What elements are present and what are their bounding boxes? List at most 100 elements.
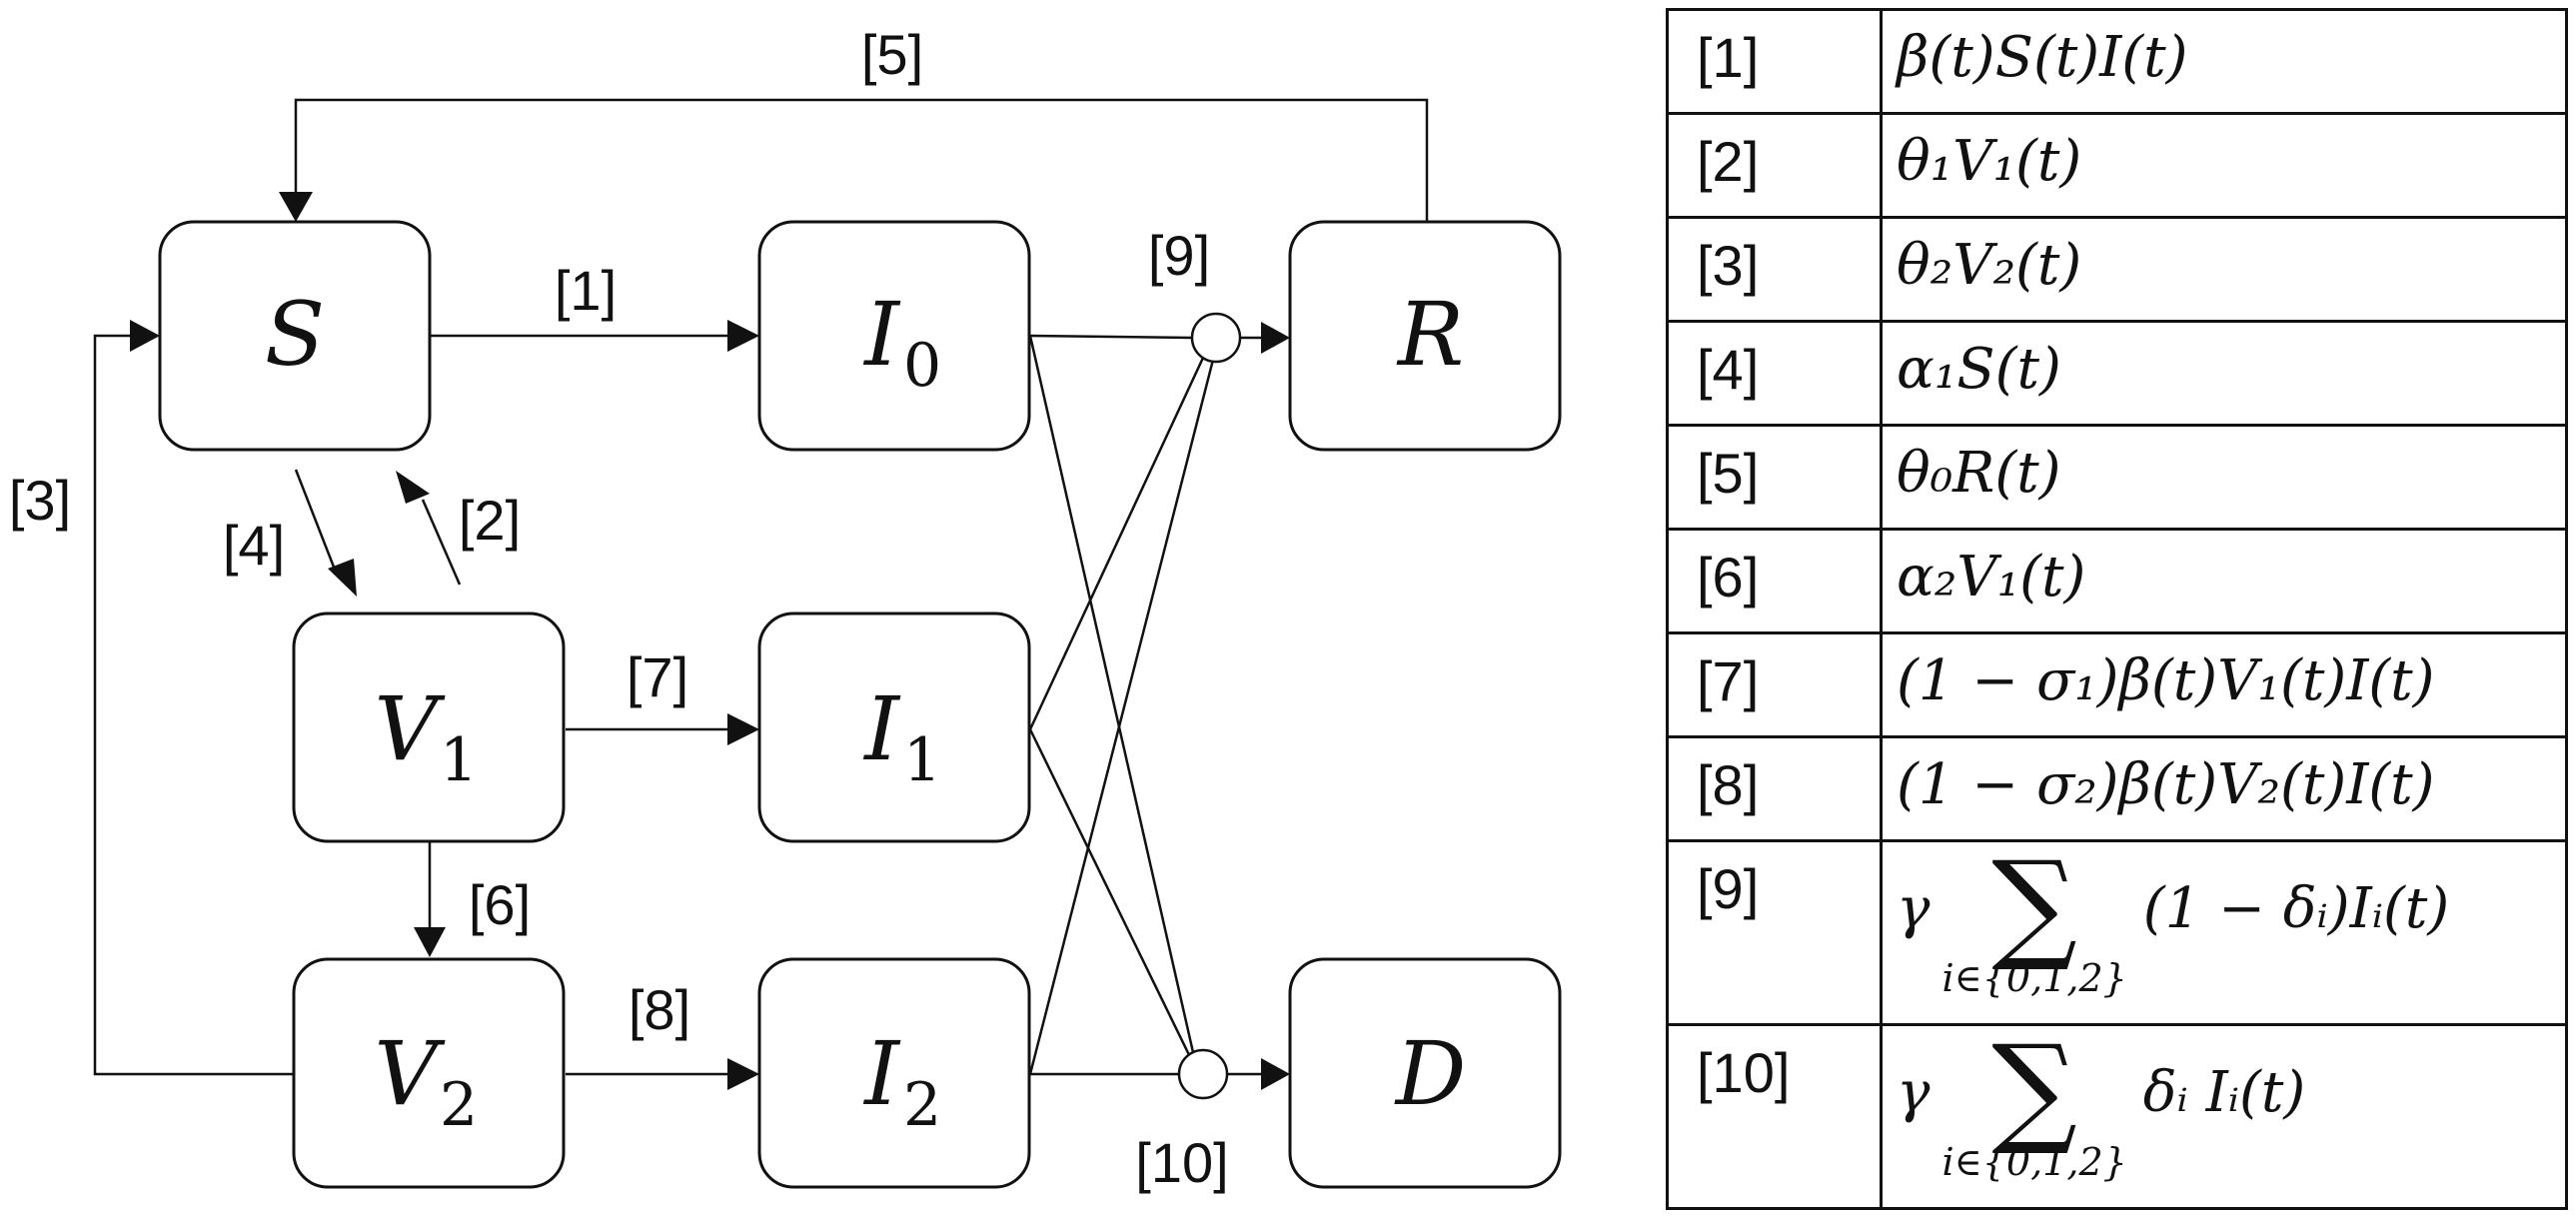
row-index: [4] bbox=[1666, 320, 1883, 427]
edge-3-line bbox=[93, 334, 294, 1076]
edge-i0-to-recovery-junction bbox=[1029, 334, 1193, 340]
svg-text:I: I bbox=[862, 1022, 901, 1125]
edge-2-line bbox=[421, 499, 462, 586]
sum-term: δᵢ Iᵢ(t) bbox=[2142, 1060, 2306, 1125]
svg-text:V: V bbox=[374, 1022, 446, 1125]
row-expression: θ₂V₂(t) bbox=[1880, 216, 2568, 323]
arrowhead-3 bbox=[130, 320, 160, 352]
table-row: [8] (1 − σ₂)β(t)V₂(t)I(t) bbox=[1666, 735, 2568, 842]
svg-text:[6]: [6] bbox=[469, 873, 531, 936]
node-I1-label: I bbox=[862, 677, 901, 780]
node-V1-label: V bbox=[374, 677, 446, 780]
edge-label-10: [10] bbox=[1135, 1131, 1228, 1194]
edge-labels: [5] [1] [9] [3] [4] [2] [7] [6] [8] [10] bbox=[9, 23, 1229, 1194]
arrowhead-8 bbox=[727, 1058, 759, 1090]
edge-label-3: [3] bbox=[9, 469, 71, 532]
node-V2-label: V bbox=[374, 1022, 446, 1125]
svg-text:[10]: [10] bbox=[1135, 1131, 1228, 1194]
svg-text:[4]: [4] bbox=[223, 514, 285, 577]
table-row: [5] θ₀R(t) bbox=[1666, 424, 2568, 531]
arrowheads bbox=[130, 192, 1290, 1090]
edge-label-4: [4] bbox=[223, 514, 285, 577]
arrowhead-9 bbox=[1261, 322, 1290, 354]
table-row: [9] γ ∑ i∈{0,1,2} (1 − δᵢ)Iᵢ(t) bbox=[1666, 836, 2568, 1026]
node-I1-subscript: 1 bbox=[903, 725, 941, 795]
summation-symbol: ∑ bbox=[1991, 836, 2077, 975]
row-expression: (1 − σ₂)β(t)V₂(t)I(t) bbox=[1880, 735, 2568, 842]
row-expression: α₁S(t) bbox=[1880, 320, 2568, 427]
svg-text:S: S bbox=[265, 283, 325, 386]
node-R: R bbox=[1288, 220, 1562, 452]
table-row: [6] α₂V₁(t) bbox=[1666, 528, 2568, 634]
svg-text:R: R bbox=[1396, 283, 1464, 386]
table-row: [3] θ₂V₂(t) bbox=[1666, 216, 2568, 323]
svg-text:I: I bbox=[862, 677, 901, 780]
sum-term: (1 − δᵢ)Iᵢ(t) bbox=[2142, 876, 2450, 941]
svg-text:[3]: [3] bbox=[9, 469, 71, 532]
edge-label-5: [5] bbox=[861, 23, 923, 86]
svg-text:1: 1 bbox=[903, 725, 941, 795]
arrowhead-5 bbox=[279, 192, 313, 222]
summation-index: i∈{0,1,2} bbox=[1941, 956, 2127, 1000]
node-D: D bbox=[1288, 957, 1562, 1189]
row-index: [9] bbox=[1666, 839, 1883, 1026]
row-index: [7] bbox=[1666, 631, 1883, 738]
row-expression: θ₁V₁(t) bbox=[1880, 112, 2568, 219]
node-V1-subscript: 1 bbox=[440, 725, 478, 795]
node-I2: I 2 bbox=[757, 957, 1031, 1189]
table-row: [2] θ₁V₁(t) bbox=[1666, 112, 2568, 219]
edge-i2-to-recovery-junction bbox=[1028, 359, 1215, 1075]
row-index: [6] bbox=[1666, 528, 1883, 634]
arrowhead-10 bbox=[1261, 1058, 1290, 1090]
compartment-diagram: S I 0 R V 1 I 1 V 2 I 2 D [5] [1] [9] [3… bbox=[9, 23, 1562, 1194]
svg-text:2: 2 bbox=[440, 1070, 478, 1140]
node-V1: V 1 bbox=[292, 611, 566, 843]
node-R-label: R bbox=[1396, 283, 1464, 386]
row-expression: θ₀R(t) bbox=[1880, 424, 2568, 531]
edge-label-1: [1] bbox=[555, 259, 617, 322]
sum-coefficient: γ bbox=[1897, 876, 1931, 941]
svg-text:2: 2 bbox=[903, 1070, 941, 1140]
edge-label-8: [8] bbox=[629, 978, 690, 1041]
death-junction bbox=[1177, 1048, 1229, 1100]
rate-table: [1] β(t)S(t)I(t) [2] θ₁V₁(t) [3] θ₂V₂(t)… bbox=[1666, 8, 2568, 1210]
edge-label-9: [9] bbox=[1148, 224, 1210, 287]
table-row: [1] β(t)S(t)I(t) bbox=[1666, 8, 2568, 115]
svg-text:V: V bbox=[374, 677, 446, 780]
node-S-label: S bbox=[265, 283, 325, 386]
table-row: [4] α₁S(t) bbox=[1666, 320, 2568, 427]
row-expression: γ ∑ i∈{0,1,2} δᵢ Iᵢ(t) bbox=[1880, 1020, 2568, 1210]
svg-text:1: 1 bbox=[440, 725, 478, 795]
table-row: [10] γ ∑ i∈{0,1,2} δᵢ Iᵢ(t) bbox=[1666, 1020, 2568, 1210]
edge-i0-to-death-junction bbox=[1028, 335, 1197, 1062]
node-V2: V 2 bbox=[292, 957, 566, 1189]
edge-i1-to-death-junction bbox=[1028, 728, 1195, 1064]
sum-coefficient: γ bbox=[1897, 1060, 1931, 1125]
row-index: [10] bbox=[1666, 1023, 1883, 1210]
edge-5-line bbox=[294, 98, 1429, 222]
arrowhead-4 bbox=[328, 559, 357, 597]
node-S: S bbox=[158, 220, 432, 452]
node-I0: I 0 bbox=[757, 220, 1031, 452]
row-expression: γ ∑ i∈{0,1,2} (1 − δᵢ)Iᵢ(t) bbox=[1880, 836, 2568, 1026]
row-expression: β(t)S(t)I(t) bbox=[1880, 8, 2568, 115]
node-I0-subscript: 0 bbox=[903, 331, 941, 401]
svg-text:[8]: [8] bbox=[629, 978, 690, 1041]
edge-label-6: [6] bbox=[469, 873, 531, 936]
recovery-junction bbox=[1190, 312, 1242, 364]
svg-text:[7]: [7] bbox=[627, 645, 688, 708]
svg-text:[5]: [5] bbox=[861, 23, 923, 86]
row-expression: α₂V₁(t) bbox=[1880, 528, 2568, 634]
summation-index: i∈{0,1,2} bbox=[1941, 1140, 2127, 1184]
arrowhead-1 bbox=[727, 320, 759, 352]
svg-text:0: 0 bbox=[903, 331, 941, 401]
edge-label-7: [7] bbox=[627, 645, 688, 708]
summation-symbol: ∑ bbox=[1991, 1020, 2077, 1159]
svg-text:[9]: [9] bbox=[1148, 224, 1210, 287]
node-V2-subscript: 2 bbox=[440, 1070, 478, 1140]
table-row: [7] (1 − σ₁)β(t)V₁(t)I(t) bbox=[1666, 631, 2568, 738]
node-D-label: D bbox=[1394, 1022, 1467, 1125]
edge-label-2: [2] bbox=[459, 489, 521, 552]
row-index: [3] bbox=[1666, 216, 1883, 323]
row-index: [8] bbox=[1666, 735, 1883, 842]
